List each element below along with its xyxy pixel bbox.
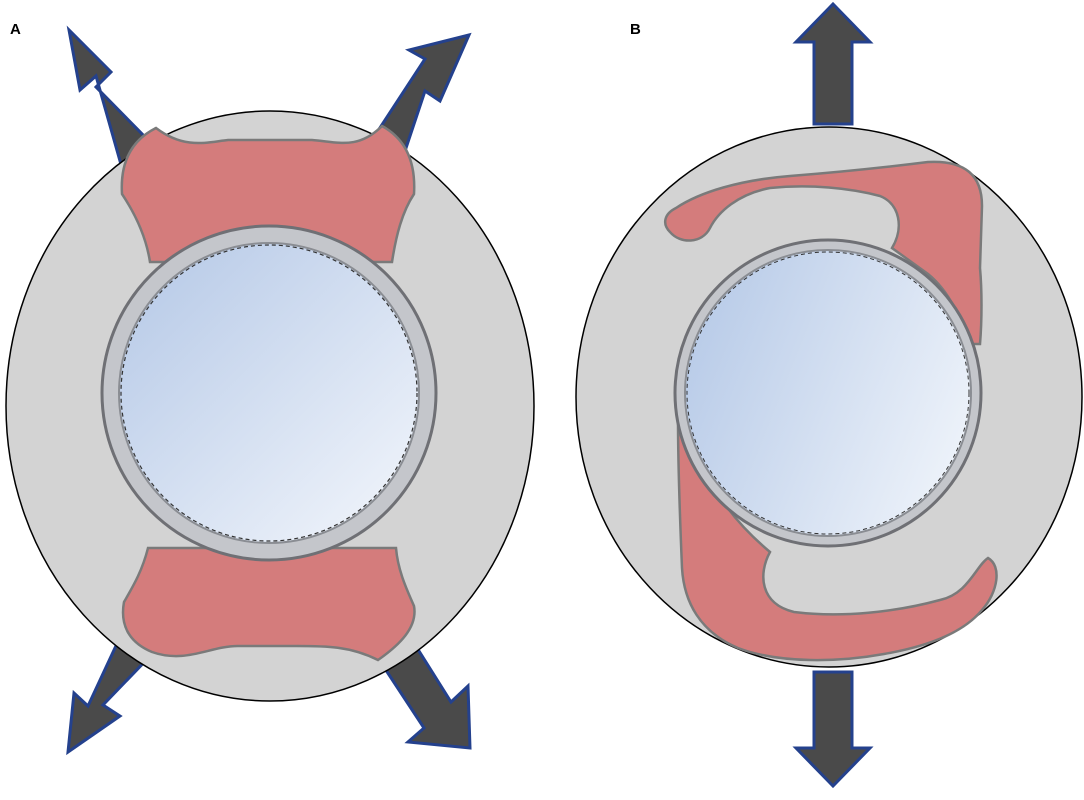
panel-b: B	[575, 1, 1083, 789]
panel-a-label: A	[10, 21, 21, 38]
optic-b	[673, 238, 983, 548]
arrow-up-icon	[792, 1, 874, 126]
optic-a	[100, 224, 438, 562]
arrow-up-left-icon	[66, 25, 151, 171]
panel-a: A	[5, 21, 535, 756]
arrow-down-icon	[792, 670, 874, 789]
haptic-bottom-a	[121, 546, 416, 662]
panel-b-label: B	[630, 21, 641, 38]
haptic-bottom-b	[676, 418, 998, 662]
haptic-top-a	[120, 124, 416, 264]
stretch-arrows-b	[792, 1, 874, 789]
